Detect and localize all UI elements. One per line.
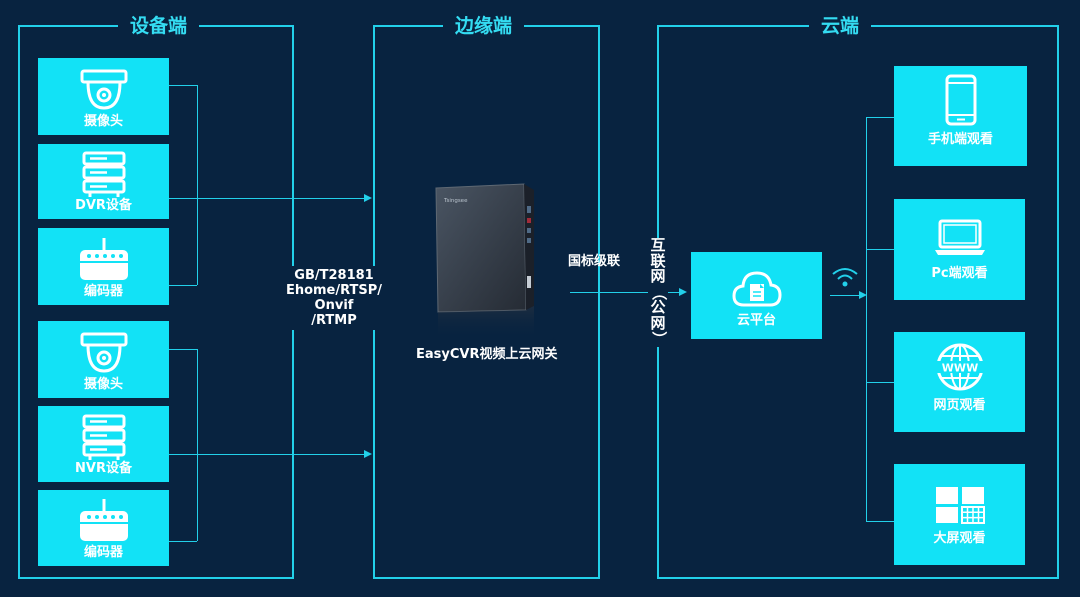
arrowhead (859, 291, 867, 299)
laptop-icon (934, 219, 985, 255)
device-card-camera-1: 摄像头 (38, 58, 169, 135)
encoder-icon (79, 499, 128, 541)
device-card-encoder-2: 编码器 (38, 490, 169, 566)
device-card-encoder-1: 编码器 (38, 228, 169, 305)
arrowhead (364, 194, 372, 202)
video-wall-icon (935, 487, 985, 524)
device-card-dvr: DVR设备 (38, 144, 169, 219)
connector-line (169, 541, 197, 542)
viewer-card-mobile: 手机端观看 (894, 66, 1027, 166)
connector-line (169, 198, 365, 199)
viewer-card-pc: Pc端观看 (894, 199, 1025, 300)
dome-camera-icon (80, 69, 127, 110)
server-rack-icon (82, 414, 125, 460)
device-label: 摄像头 (83, 114, 123, 129)
device-card-nvr: NVR设备 (38, 406, 169, 482)
device-label: 编码器 (83, 545, 123, 560)
cascade-label: 国标级联 (568, 254, 621, 269)
gateway-device-image: Tsingsee (435, 183, 534, 340)
device-label: NVR设备 (75, 461, 132, 476)
viewer-label: 手机端观看 (927, 132, 993, 147)
protocol-line: GB/T28181 (294, 268, 374, 283)
connector-line (197, 349, 198, 541)
protocol-label: GB/T28181 Ehome/RTSP/ Onvif /RTMP (278, 266, 390, 330)
viewer-label: Pc端观看 (931, 266, 988, 281)
connector-line (169, 454, 365, 455)
connector-line (570, 292, 680, 293)
smartphone-icon (945, 74, 976, 126)
protocol-line: Ehome/RTSP/ (285, 283, 383, 298)
connector-line (866, 382, 894, 383)
encoder-icon (79, 238, 128, 280)
wifi-icon (832, 268, 858, 287)
globe-www-icon: WWW (935, 343, 984, 391)
device-label: 编码器 (83, 284, 123, 299)
cloud-column-title: 云端 (809, 14, 872, 38)
connector-line (169, 85, 197, 86)
protocol-line: /RTMP (311, 313, 357, 328)
connector-line (169, 349, 197, 350)
internet-label: 互 联 网 （ 公 网 ） (648, 236, 668, 347)
dome-camera-icon (80, 332, 127, 373)
connector-line (169, 285, 197, 286)
server-rack-icon (82, 151, 125, 197)
edge-column-title: 边缘端 (443, 14, 525, 38)
cloud-platform-card: 云平台 (691, 252, 822, 339)
protocol-line: Onvif (314, 298, 354, 313)
viewer-label: 大屏观看 (933, 531, 986, 546)
viewer-card-bigscreen: 大屏观看 (894, 464, 1025, 565)
connector-line (866, 117, 894, 118)
gateway-label: EasyCVR视频上云网关 (416, 347, 558, 362)
connector-line (830, 295, 860, 296)
arrowhead (364, 450, 372, 458)
device-label: DVR设备 (75, 198, 132, 213)
cloud-icon (731, 271, 782, 307)
device-label: 摄像头 (83, 377, 123, 392)
device-card-camera-2: 摄像头 (38, 321, 169, 398)
cloud-platform-label: 云平台 (736, 313, 776, 328)
connector-line (197, 85, 198, 285)
viewer-card-web: WWW 网页观看 (894, 332, 1025, 432)
arrowhead (679, 288, 687, 296)
connector-line (866, 521, 894, 522)
device-column-title: 设备端 (118, 14, 200, 38)
connector-line (866, 249, 894, 250)
svg-text:WWW: WWW (941, 362, 977, 375)
connector-line (866, 117, 867, 521)
viewer-label: 网页观看 (933, 398, 986, 413)
gateway-brand: Tsingsee (443, 198, 468, 204)
